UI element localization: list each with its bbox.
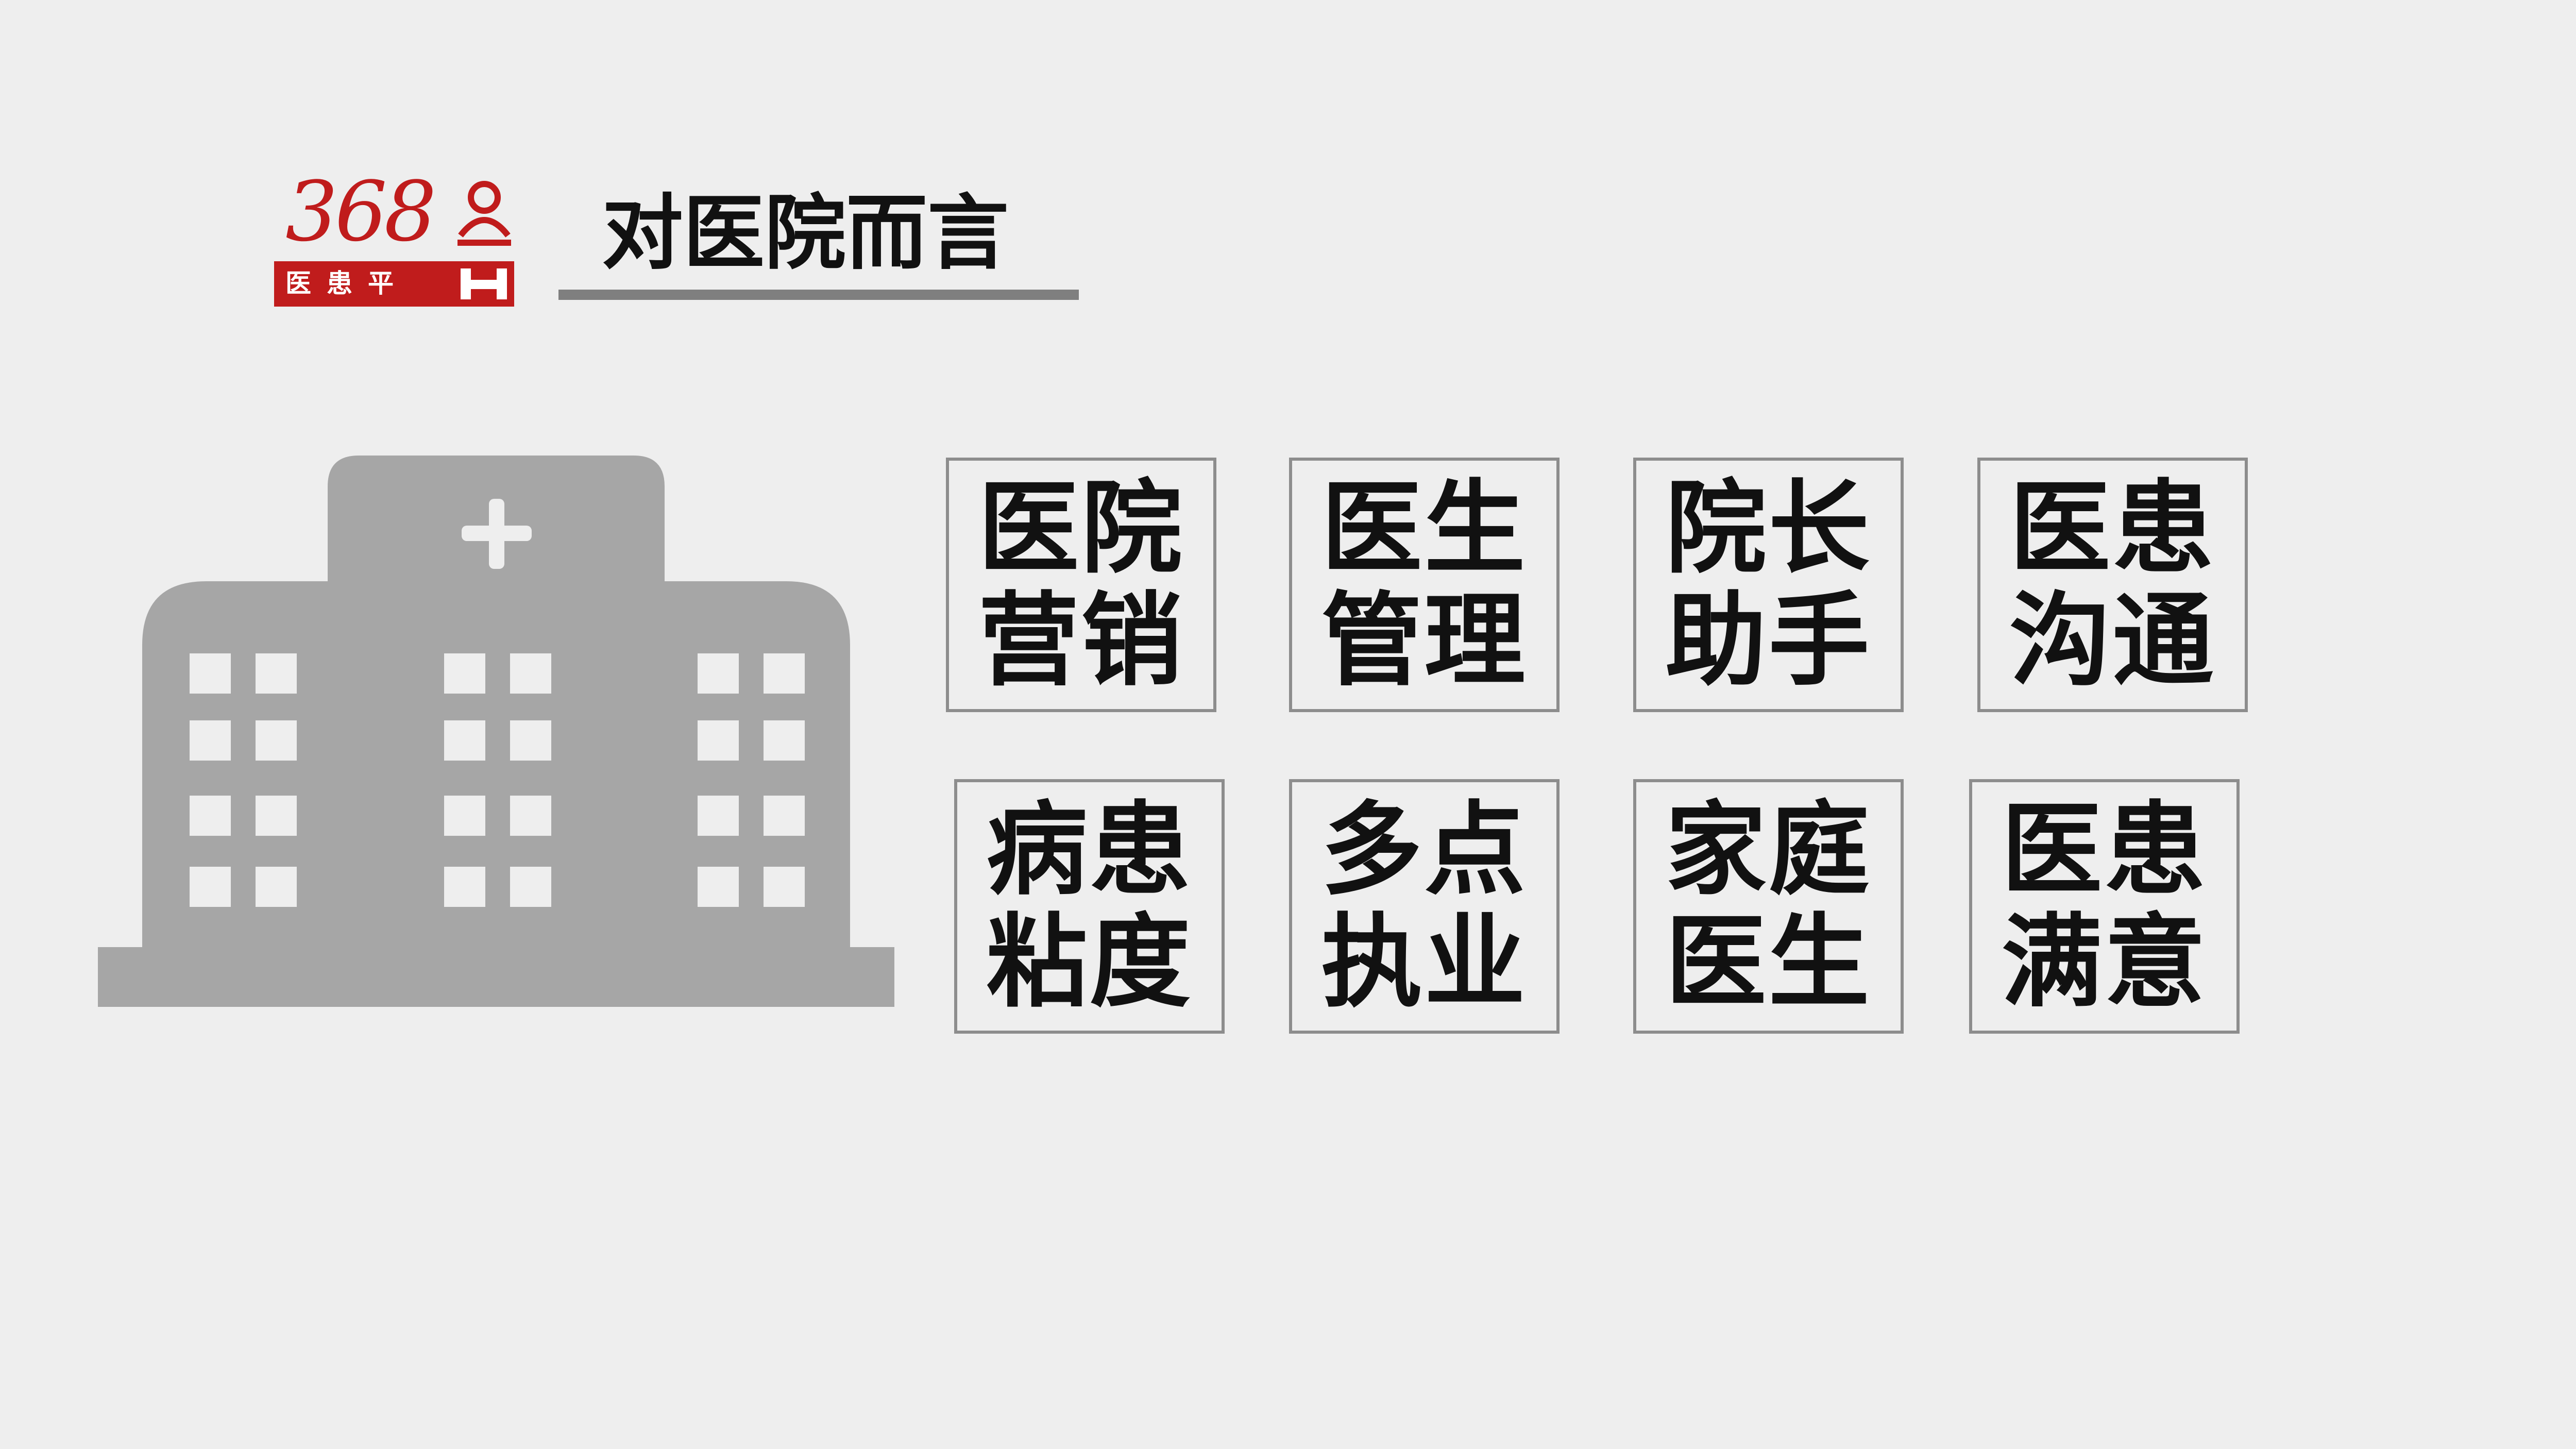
- hospital-building-icon: [98, 456, 894, 1007]
- title-underline: [558, 290, 1079, 300]
- tile-hospital-marketing[interactable]: 医院 营销: [946, 458, 1216, 712]
- tile-doctor-patient-satisfaction[interactable]: 医患 满意: [1969, 779, 2240, 1034]
- tile-multi-site-practice[interactable]: 多点 执业: [1289, 779, 1560, 1034]
- person-bed-icon: [457, 181, 511, 299]
- tile-doctor-patient-communication[interactable]: 医患 沟通: [1977, 458, 2248, 712]
- tile-line: 院长: [1665, 470, 1872, 587]
- tile-patient-stickiness[interactable]: 病患 粘度: [954, 779, 1225, 1034]
- tile-line: 助手: [1665, 582, 1872, 700]
- logo-number: 368: [285, 163, 436, 260]
- tile-line: 满意: [2001, 904, 2208, 1021]
- tile-line: 粘度: [986, 904, 1193, 1021]
- tile-doctor-management[interactable]: 医生 管理: [1289, 458, 1560, 712]
- tile-family-doctor[interactable]: 家庭 医生: [1633, 779, 1904, 1034]
- tile-line: 沟通: [2009, 582, 2216, 700]
- tile-line: 执业: [1321, 904, 1528, 1021]
- logo-band-text: 医患平: [285, 268, 409, 298]
- tile-line: 医生: [1321, 470, 1528, 587]
- tile-line: 病患: [986, 791, 1193, 909]
- tile-line: 营销: [978, 582, 1184, 700]
- tile-line: 多点: [1321, 791, 1528, 909]
- tile-line: 医院: [978, 470, 1184, 587]
- tile-line: 医患: [2009, 470, 2216, 587]
- tile-line: 医生: [1665, 904, 1872, 1021]
- tile-line: 家庭: [1665, 791, 1872, 909]
- tile-line: 管理: [1321, 582, 1528, 700]
- tile-director-assistant[interactable]: 院长 助手: [1633, 458, 1904, 712]
- page-title: 对医院而言: [602, 186, 1009, 281]
- tile-line: 医患: [2001, 791, 2208, 909]
- brand-logo: 368 医患平: [274, 171, 514, 307]
